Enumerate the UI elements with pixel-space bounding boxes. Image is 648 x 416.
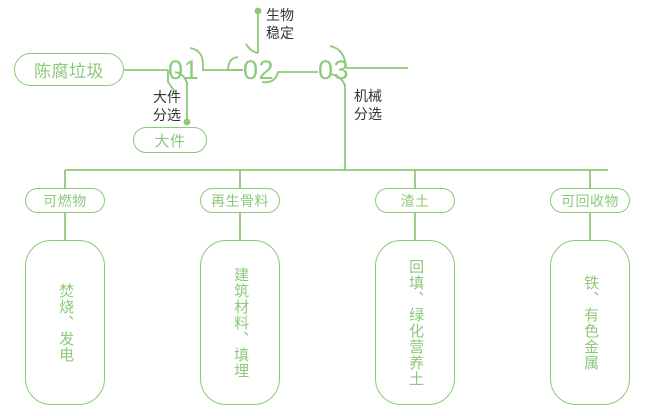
node-destination-recyclables[interactable]: 铁、有色金属	[550, 240, 630, 405]
node-category-recyclables[interactable]: 可回收物	[550, 188, 630, 213]
note-mechanical-sort: 机械 分选	[354, 88, 382, 122]
wire-step2-elbow-up	[245, 43, 259, 54]
node-category-combustible[interactable]: 可燃物	[25, 188, 105, 213]
dot-bulky-sort	[183, 118, 191, 126]
wire-step2-arc-left	[227, 56, 243, 71]
node-source[interactable]: 陈腐垃圾	[14, 53, 124, 86]
node-destination-slag-soil[interactable]: 回填、绿化营养土	[375, 240, 455, 405]
dot-bio-stable	[254, 7, 262, 15]
step-number-02[interactable]: 02	[243, 55, 275, 85]
node-destination-recycled-aggregate[interactable]: 建筑材料、填埋	[200, 240, 280, 405]
node-destination-combustible[interactable]: 焚烧、发电	[25, 240, 105, 405]
node-source-label: 陈腐垃圾	[34, 62, 104, 81]
step-number-03[interactable]: 03	[318, 55, 350, 85]
destination-text-0: 焚烧、发电	[57, 282, 75, 363]
wire-step2-to-step3	[261, 71, 318, 84]
node-output-bulky-label: 大件	[154, 132, 186, 150]
category-label-0: 可燃物	[43, 192, 87, 209]
node-category-slag-soil[interactable]: 渣土	[375, 188, 455, 213]
wire-step1-jog-down	[167, 70, 176, 93]
destination-text-2: 回填、绿化营养土	[407, 258, 425, 387]
step-number-01[interactable]: 01	[168, 55, 200, 85]
wire-step1-arc-top	[189, 47, 204, 66]
category-label-1: 再生骨料	[211, 192, 269, 209]
note-bulky-sort: 大件 分选	[153, 89, 181, 123]
destination-text-3: 铁、有色金属	[582, 274, 600, 371]
wire-step3-elbow-down	[329, 73, 346, 87]
wire-step1-elbow-down	[174, 71, 188, 85]
node-output-bulky[interactable]: 大件	[133, 127, 207, 153]
destination-text-1: 建筑材料、填埋	[232, 266, 250, 379]
note-bio-stable: 生物 稳定	[266, 7, 294, 41]
node-category-recycled-aggregate[interactable]: 再生骨料	[200, 188, 280, 213]
category-label-2: 渣土	[400, 192, 430, 209]
category-label-3: 可回收物	[561, 192, 619, 209]
wire-step3-arc-top	[329, 45, 347, 69]
